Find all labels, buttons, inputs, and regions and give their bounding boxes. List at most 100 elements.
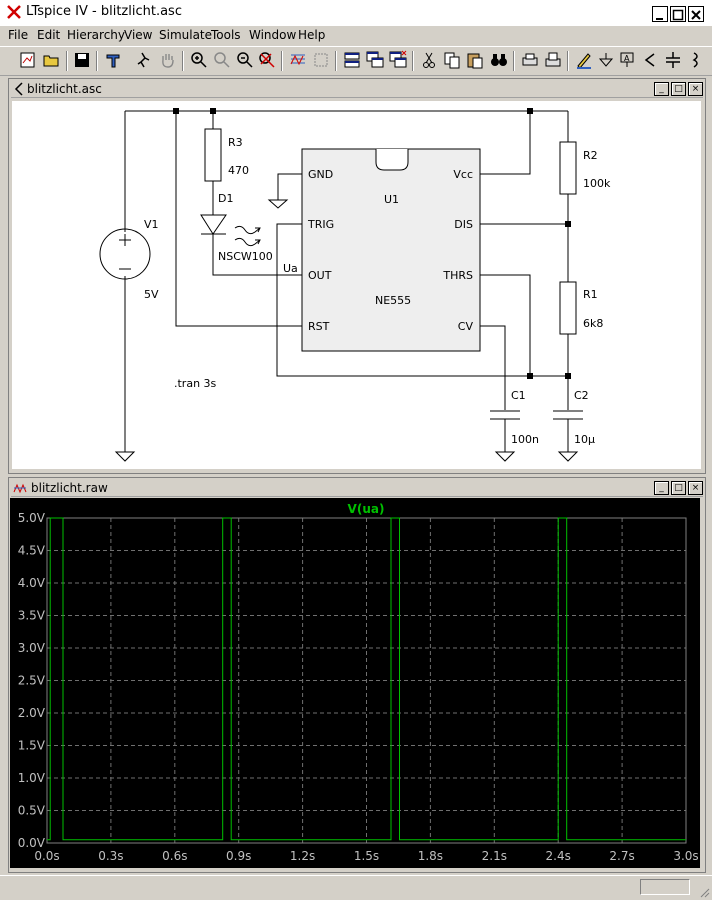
menu-hierarchy[interactable]: Hierarchy [67, 28, 126, 42]
schematic-close-button[interactable]: × [688, 82, 703, 96]
title-bar: LTspice IV - blitzlicht.asc [0, 0, 712, 27]
capacitor-c1 [490, 410, 520, 452]
plot-frame [46, 517, 687, 844]
junction-dot [527, 373, 533, 379]
print-setup-icon[interactable] [520, 50, 540, 70]
schematic-document-icon [14, 82, 23, 96]
menu-edit[interactable]: Edit [37, 28, 61, 42]
ground-c1 [494, 451, 516, 462]
menu-file[interactable]: File [8, 28, 29, 42]
x-tick-label: 0.0s [34, 849, 59, 863]
junction-dot [565, 373, 571, 379]
pin-vcc: Vcc [453, 168, 473, 181]
trace-legend-vua: V(ua) [348, 502, 385, 516]
open-folder-icon[interactable] [42, 50, 62, 70]
capacitor-c2 [553, 410, 583, 452]
menu-help[interactable]: Help [298, 28, 326, 42]
netlist-icon[interactable] [311, 50, 331, 70]
close-button[interactable] [688, 6, 704, 22]
halt-hand-icon[interactable] [158, 50, 178, 70]
waveform-restore-button[interactable]: □ [671, 481, 686, 495]
cascade-windows-icon[interactable] [365, 50, 385, 70]
toolbar-separator [513, 51, 515, 71]
menu-view[interactable]: View [124, 28, 153, 42]
wire-d1-out [212, 234, 302, 276]
pin-dis: DIS [454, 218, 473, 231]
junction-dots [173, 108, 571, 379]
close-all-windows-icon[interactable] [388, 50, 408, 70]
minimize-button[interactable] [652, 6, 668, 22]
toolbar-separator [335, 51, 337, 71]
toolbar: A [0, 46, 712, 76]
cut-scissors-icon[interactable] [419, 50, 439, 70]
find-binoculars-icon[interactable] [489, 50, 509, 70]
ic-refdes-u1: U1 [384, 193, 399, 206]
component-icon[interactable] [640, 50, 660, 70]
y-tick-label: 1.0V [18, 771, 46, 785]
ground-v1 [114, 451, 136, 462]
waveform-window-titlebar: blitzlicht.raw _ □ × [11, 480, 703, 497]
x-tick-label: 2.1s [482, 849, 507, 863]
toolbar-separator [96, 51, 98, 71]
zoom-in-icon[interactable] [189, 50, 209, 70]
ic-notch [375, 149, 409, 171]
maximize-button[interactable] [670, 6, 686, 22]
print-icon[interactable] [543, 50, 563, 70]
inductor-icon[interactable] [686, 50, 706, 70]
copy-icon[interactable] [442, 50, 462, 70]
d1-name: D1 [218, 192, 233, 205]
menu-simulate[interactable]: Simulate [159, 28, 213, 42]
led-light-arrow-2 [234, 237, 261, 247]
menu-bar: File Edit Hierarchy View Simulate Tools … [0, 26, 712, 46]
x-tick-label: 2.7s [609, 849, 634, 863]
pin-thrs: THRS [442, 269, 473, 282]
wire-vcc [480, 111, 531, 175]
tile-horizontal-icon[interactable] [342, 50, 362, 70]
new-schematic-icon[interactable] [18, 50, 38, 70]
status-bar-cell [640, 879, 690, 895]
x-tick-label: 1.5s [354, 849, 379, 863]
run-icon[interactable] [134, 50, 154, 70]
v1-value: 5V [144, 288, 159, 301]
ltspice-app-icon [7, 5, 21, 19]
pin-rst: RST [308, 320, 330, 333]
r2-value: 100k [583, 177, 611, 190]
toolbar-separator [66, 51, 68, 71]
control-panel-hammer-icon[interactable] [104, 50, 124, 70]
capacitor-icon[interactable] [663, 50, 683, 70]
waveform-close-button[interactable]: × [688, 481, 703, 495]
resistor-r3 [204, 128, 222, 182]
label-net-icon[interactable]: A [617, 50, 637, 70]
wire-thrs [480, 274, 531, 376]
zoom-cancel-icon[interactable] [257, 50, 277, 70]
pan-icon[interactable] [212, 50, 232, 70]
ground-symbol-icon[interactable] [596, 50, 616, 70]
y-tick-label: 2.5V [18, 674, 46, 688]
save-disk-icon[interactable] [72, 50, 92, 70]
waveform-view-icon[interactable] [288, 50, 308, 70]
schematic-window-titlebar: blitzlicht.asc _ □ × [11, 81, 703, 98]
c2-name: C2 [574, 389, 589, 402]
schematic-minimize-button[interactable]: _ [654, 82, 669, 96]
y-tick-label: 5.0V [18, 511, 46, 525]
zoom-out-icon[interactable] [235, 50, 255, 70]
draw-wire-pencil-icon[interactable] [574, 50, 594, 70]
menu-tools[interactable]: Tools [211, 28, 241, 42]
paste-icon[interactable] [465, 50, 485, 70]
waveform-document-icon [13, 483, 27, 494]
v1-name: V1 [144, 218, 159, 231]
voltage-source-polarity [119, 234, 131, 270]
waveform-chart: V(ua) 5.0V4.5V4.0V3.5V3.0V2.5V2.0V1.5V1.… [18, 502, 699, 863]
x-tick-label: 3.0s [673, 849, 698, 863]
resize-grip-icon[interactable] [698, 886, 710, 898]
d1-value: NSCW100 [218, 250, 273, 263]
junction-dot [210, 108, 216, 114]
schematic-canvas[interactable]: R3 470 D1 NSCW100 V1 5V Ua GND TRIG OUT … [12, 101, 701, 469]
menu-window[interactable]: Window [249, 28, 297, 42]
pin-trig: TRIG [307, 218, 334, 231]
svg-text:A: A [624, 54, 630, 63]
spice-directive: .tran 3s [174, 377, 217, 390]
schematic-restore-button[interactable]: □ [671, 82, 686, 96]
waveform-minimize-button[interactable]: _ [654, 481, 669, 495]
